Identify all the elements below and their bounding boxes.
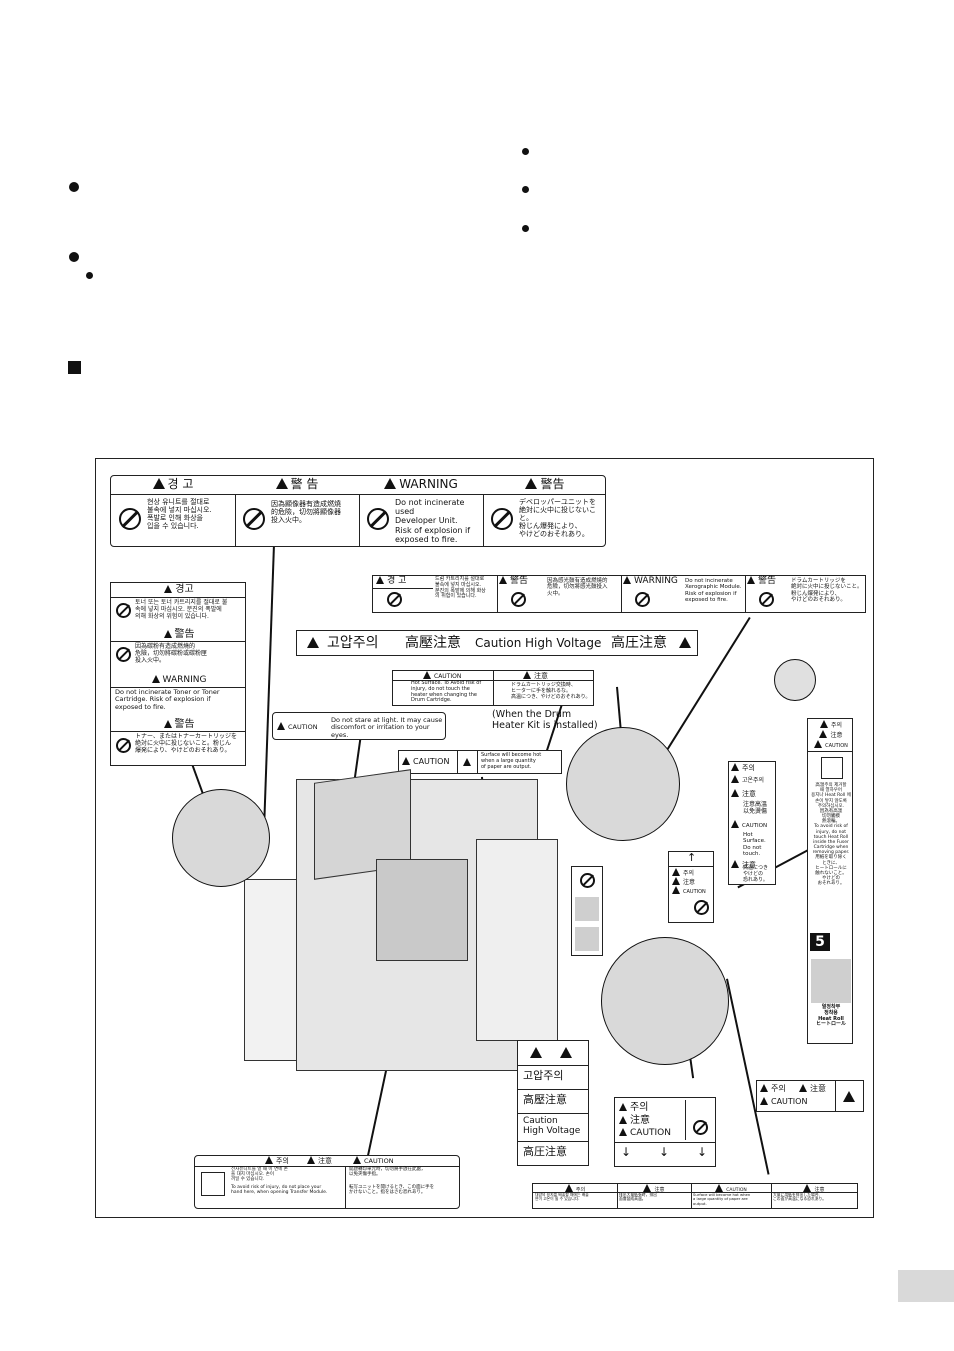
fuser-caution-label: 주의 注意 CAUTION 高温주의 제거할 때 열하우어 용지나 Heat R…	[807, 718, 853, 1044]
fuser-zoom-illustration	[601, 937, 729, 1065]
up-arrow-caution-label: ↑ 주의 注意 CAUTION	[668, 851, 714, 923]
machine-interior-illustration	[376, 859, 468, 961]
light-hazard-icon	[774, 659, 816, 701]
high-voltage-banner: 고압주의 高壓注意 Caution High Voltage 高圧注意	[296, 630, 698, 656]
light-caution-label: CAUTION Do not stare at light. It may ca…	[272, 712, 446, 740]
finisher-illustration	[476, 839, 558, 1041]
sub-bullet-marker	[86, 272, 93, 279]
high-voltage-vertical-label: 고압주의 高壓注意 Caution High Voltage 高圧注意	[517, 1040, 589, 1166]
output-tray-caution-label: 주의 注意 CAUTION 注意 대량의 용지를 배출할 때에는 배출 면이 고…	[532, 1183, 858, 1209]
pictogram-sticker	[571, 866, 603, 956]
fuser-illustration	[811, 959, 851, 1003]
leader-line	[263, 544, 275, 824]
caution-arrow-label: 주의 注意 CAUTION ↓ ↓ ↓	[614, 1097, 716, 1167]
transfer-module-caution-label: 주의 注意 CAUTION 전사유니트를 열 때 이 면에 손 을 대지 마십시…	[194, 1155, 460, 1209]
bullet-marker	[69, 182, 79, 192]
bullet-marker	[522, 186, 529, 193]
bullet-marker	[522, 225, 529, 232]
hot-surface-icon	[821, 757, 843, 779]
section-marker	[68, 361, 81, 374]
drum-heater-caution-label: CAUTION 注意 Hot Surface. To Avoid risk of…	[392, 670, 594, 706]
page-number-box	[898, 1270, 954, 1302]
prohibition-icon	[367, 508, 389, 530]
hot-surface-label: 주의 고온주의 注意 注意高溫 以免燙傷 CAUTION Hot Surface…	[728, 761, 776, 885]
warning-label-figure: 경 고 警 告 WARNING 警告 현상 유니트를 절대로 불속에 넣지 마십…	[95, 458, 874, 1218]
down-arrow-icon: ↓	[697, 1145, 708, 1159]
down-arrow-icon: ↓	[659, 1145, 670, 1159]
drum-heater-note: (When the Drum Heater Kit is installed)	[492, 709, 598, 731]
prohibition-icon	[119, 508, 141, 530]
drum-warning-label: 경 고 드럼 카트리지를 절대로 불속에 넣지 마십시오. 분진의 폭발에 의해…	[372, 575, 866, 613]
toner-zoom-illustration	[172, 789, 270, 887]
developer-warning-label: 경 고 警 告 WARNING 警告 현상 유니트를 절대로 불속에 넣지 마십…	[110, 475, 606, 547]
small-caution-label: 주의 注意 CAUTION	[756, 1080, 864, 1112]
down-arrow-icon: ↓	[621, 1145, 632, 1159]
up-arrow-icon: ↑	[687, 851, 697, 864]
toner-warning-label: 경고 토너 또는 토너 카트리지를 절대로 불 속에 넣지 마십시오. 분진의 …	[110, 582, 246, 766]
prohibition-icon	[243, 508, 265, 530]
bullet-marker	[69, 252, 79, 262]
prohibition-icon	[491, 508, 513, 530]
pinch-hazard-icon	[201, 1172, 225, 1196]
output-hot-caution-label: CAUTION Surface will become hot when a l…	[398, 750, 562, 774]
leader-line	[726, 978, 770, 1175]
drum-zoom-illustration	[566, 727, 680, 841]
bullet-marker	[522, 148, 529, 155]
